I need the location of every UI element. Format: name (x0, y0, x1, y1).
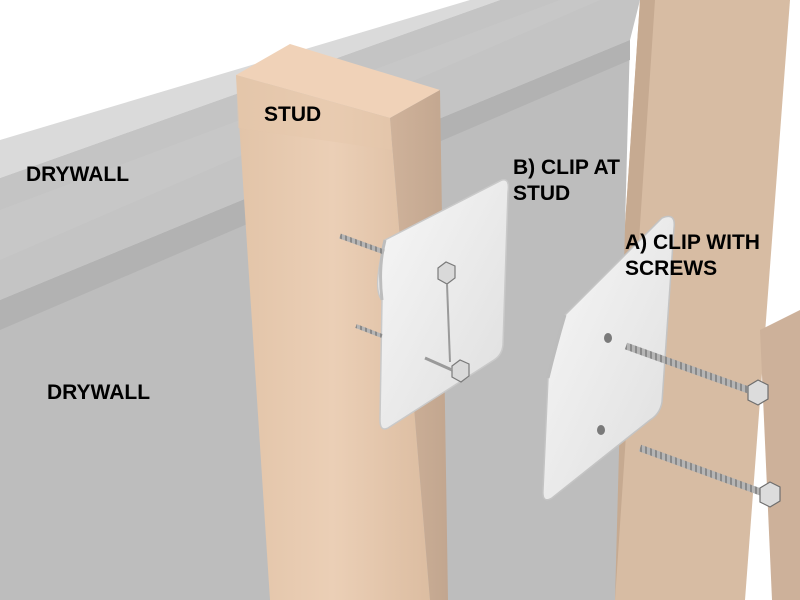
back-stud-right (760, 310, 800, 600)
stud-front-face (236, 75, 430, 600)
label-drywall-upper: DRYWALL (26, 163, 130, 186)
clip-b-bolt-stem (446, 283, 451, 363)
clip-b-hex-bolt-bottom (451, 359, 470, 383)
label-clip-at-stud: B) CLIP AT STUD (513, 155, 620, 207)
clip-b-bend (379, 239, 387, 301)
stud-drywall-overlay (236, 75, 392, 150)
label-stud: STUD (264, 103, 322, 126)
clip-a-hex-head-bottom (759, 481, 781, 508)
clip-a-hole-top (604, 333, 612, 343)
label-clip-a-line1: A) CLIP WITH (625, 231, 760, 254)
clip-a-hole-bottom (597, 425, 605, 435)
stud-top-face (236, 44, 440, 118)
clip-b-screw-shank-bottom (355, 324, 383, 338)
clip-b-screw-shank-top (339, 233, 385, 255)
label-clip-with-screws: A) CLIP WITH SCREWS (625, 230, 760, 282)
clip-a-bend (546, 314, 567, 379)
clip-a-screw-shank-bottom (638, 444, 768, 498)
label-clip-b-line1: B) CLIP AT (513, 156, 620, 179)
clip-a-screw-shank-top (624, 342, 756, 396)
clip-b-hex-bolt-top (437, 261, 456, 285)
clip-b-bolt-stem-bottom (424, 356, 453, 372)
label-drywall-lower: DRYWALL (47, 381, 151, 404)
label-clip-a-line2: SCREWS (625, 257, 718, 280)
label-clip-b-line2: STUD (513, 182, 571, 205)
clip-a-hex-head-top (747, 379, 769, 406)
clip-b-plate (376, 179, 510, 430)
